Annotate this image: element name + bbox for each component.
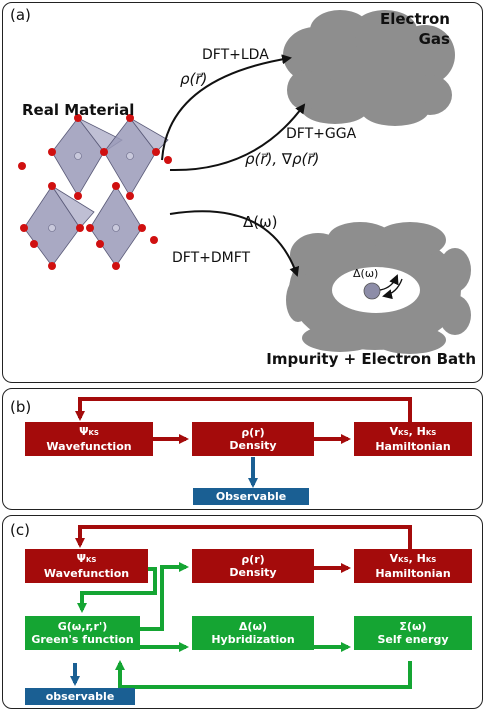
panel-b-arrows [75,397,412,488]
panel-b-label: (b) [10,398,32,416]
b-hamiltonian-label: Hamiltonian [375,440,451,453]
impurity-atom [363,282,381,300]
c-self-energy-label: Self energy [377,633,449,646]
c-feedback-arrow [75,525,412,549]
c-vh-title: VKS, HKS [389,552,437,565]
c-arrow-sigma-greens [115,660,412,689]
c-g-title: G(ω,r,r') [57,620,108,633]
c-greens-label: Green's function [31,633,134,646]
c-hybridization-label: Hybridization [211,633,295,646]
c-self-energy-box: Σ(ω) Self energy [354,616,472,650]
oxygen-atoms [18,114,172,270]
c-psi-title: ΨKS [76,552,97,565]
panel-a-graphic: Real Material Electron Gas DFT+LDA ρ(r⃗)… [18,10,476,368]
electron-gas-line2: Gas [419,30,450,48]
c-wavefunction-label: Wavefunction [43,567,130,580]
b-rho-title: ρ(r) [241,426,265,439]
b-vh-title: VKS, HKS [389,425,437,438]
dmft-arrow [169,210,300,277]
delta-omega-label: Δ(ω) [243,213,278,231]
c-density-label: Density [229,566,277,579]
dft-dmft-label: DFT+DMFT [172,250,251,266]
c-arrow-greens-density [140,562,189,631]
perovskite-structure [23,117,169,267]
real-material-label: Real Material [22,101,134,119]
b-feedback-arrow [75,397,412,423]
c-wavefunction-box: ΨKS Wavefunction [25,549,148,583]
b-density-box: ρ(r) Density [192,422,314,456]
c-hamiltonian-label: Hamiltonian [375,567,451,580]
b-observable-box: Observable [193,488,309,505]
panel-c-label: (c) [10,521,30,539]
hybridization-arrow-up [379,274,399,291]
gga-arrow [169,103,306,172]
rho-gga-label: ρ(r⃗), ∇ρ(r⃗) [245,150,319,168]
hybridization-arrow-down [382,278,403,300]
b-hamiltonian-box: VKS, HKS Hamiltonian [354,422,472,456]
c-hamiltonian-box: VKS, HKS Hamiltonian [354,549,472,583]
panel-a-label: (a) [10,6,31,24]
electron-gas-cloud [283,10,455,126]
b-observable-label: Observable [215,490,287,503]
dft-lda-label: DFT+LDA [202,47,269,63]
b-psi-title: ΨKS [79,425,99,438]
c-observable-box: observable [25,688,135,705]
c-rho-title: ρ(r) [241,553,265,566]
c-delta-title: Δ(ω) [238,620,268,633]
impurity-delta-label: Δ(ω) [353,267,378,280]
c-hybridization-box: Δ(ω) Hybridization [192,616,314,650]
central-atoms [48,152,134,232]
c-density-box: ρ(r) Density [192,549,314,583]
electron-gas-line1: Electron [380,10,450,28]
b-density-label: Density [229,439,277,452]
c-observable-label: observable [45,690,115,703]
c-sigma-title: Σ(ω) [399,620,427,633]
lda-arrow [161,54,292,161]
c-greens-box: G(ω,r,r') Green's function [25,616,140,650]
dft-gga-label: DFT+GGA [286,126,357,142]
rho-lda-label: ρ(r⃗) [180,70,207,88]
impurity-bath-label: Impurity + Electron Bath [266,350,476,368]
panel-c-arrows [70,525,412,689]
b-wavefunction-label: Wavefunction [46,440,132,453]
b-wavefunction-box: ΨKS Wavefunction [25,422,153,456]
c-arrow-wf-greens [77,567,157,613]
